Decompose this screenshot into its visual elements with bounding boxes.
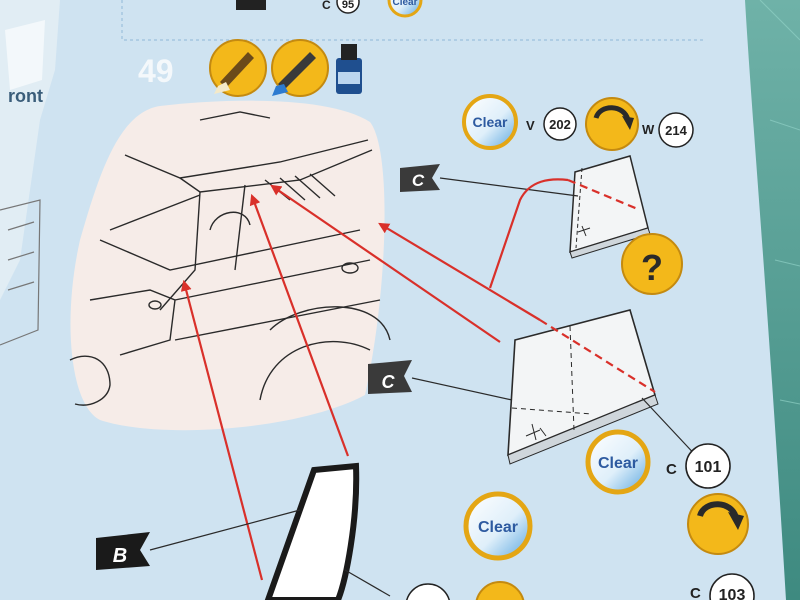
- top-clear-label: Clear: [392, 0, 417, 8]
- clear-badge-top: Clear: [462, 94, 518, 150]
- c101-letter: C: [666, 461, 677, 478]
- part-flag-c-lower: C: [368, 360, 412, 394]
- svg-text:C: C: [382, 372, 396, 392]
- w-code-number: 214: [665, 123, 687, 138]
- question-badge: ?: [621, 233, 683, 295]
- leader-line-b: [149, 509, 301, 551]
- bottom-leader-fragment: [344, 569, 391, 597]
- v-code-letter: V: [526, 118, 535, 133]
- c103-letter: C: [690, 585, 701, 600]
- svg-text:C: C: [412, 171, 425, 190]
- rear-window-part-lower: [507, 309, 659, 465]
- top-code-number: 95: [342, 0, 354, 11]
- c101-number: 101: [695, 459, 722, 476]
- top-clear-badge: [387, 0, 423, 18]
- part-flag-b: B: [96, 532, 150, 570]
- part-flag-c-upper: C: [400, 164, 440, 192]
- step-number: 49: [138, 53, 174, 89]
- mat-grid: [759, 0, 800, 405]
- car-drawing-panel: [70, 100, 385, 431]
- left-text-fragment: ront: [8, 86, 43, 106]
- w-code-circle: [658, 112, 694, 148]
- c103-circle: [709, 573, 755, 600]
- c103-number: 103: [719, 587, 746, 600]
- w-code-letter: W: [642, 122, 655, 137]
- leader-line-c-upper: [439, 177, 579, 197]
- left-partial-drawing: [0, 199, 41, 346]
- v-code-circle: [543, 107, 577, 141]
- svg-text:Clear: Clear: [478, 519, 518, 536]
- bottom-yellow-fragment: [475, 581, 525, 600]
- svg-text:Clear: Clear: [598, 455, 638, 472]
- flip-over-icon-bottom: [687, 493, 749, 555]
- svg-text:B: B: [113, 545, 127, 567]
- svg-text:Clear: Clear: [472, 114, 508, 130]
- leader-line-c101: [641, 397, 701, 461]
- car-line-art: [69, 111, 391, 406]
- top-flag-fragment: [236, 0, 266, 10]
- leader-line-c-lower: [411, 377, 513, 401]
- svg-text:?: ?: [641, 247, 663, 288]
- paint-brush-icon: [271, 39, 329, 97]
- top-code-letter: C: [322, 0, 331, 12]
- step-frame: [121, 0, 705, 41]
- top-code-circle: [336, 0, 360, 14]
- v-code-number: 202: [549, 117, 571, 132]
- c101-circle: [685, 443, 731, 489]
- assembly-arrows: [180, 178, 656, 581]
- rear-window-part-upper: [569, 155, 651, 259]
- paint-bottle-icon: [336, 44, 362, 94]
- glue-brush-icon: [209, 39, 267, 97]
- clear-badge-middle: Clear: [585, 429, 651, 495]
- clear-badge-bottom: Clear: [463, 491, 533, 561]
- flip-over-icon-top: [585, 97, 639, 151]
- bottom-circle-fragment: [406, 583, 450, 600]
